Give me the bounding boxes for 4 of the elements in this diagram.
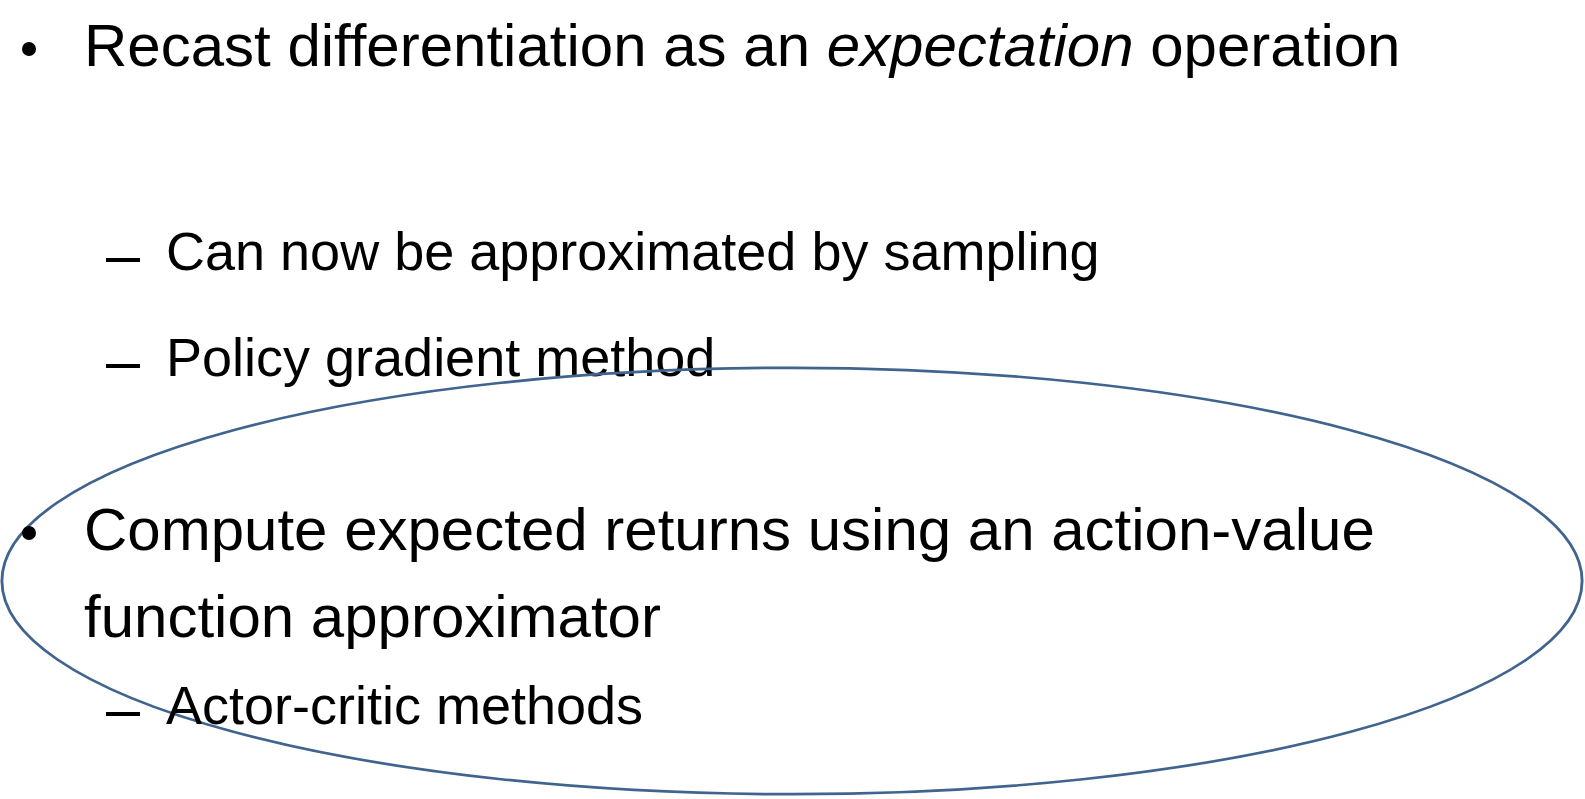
bullet-text: Compute expected returns using an action-value function approximator — [84, 495, 1376, 652]
sub-bullet-text: Actor-critic methods — [166, 674, 645, 737]
bullet-text: Recast differentiation as an expectation operation — [84, 11, 1402, 81]
sub-bullet-text: Can now be approximated by sampling — [166, 220, 1101, 283]
